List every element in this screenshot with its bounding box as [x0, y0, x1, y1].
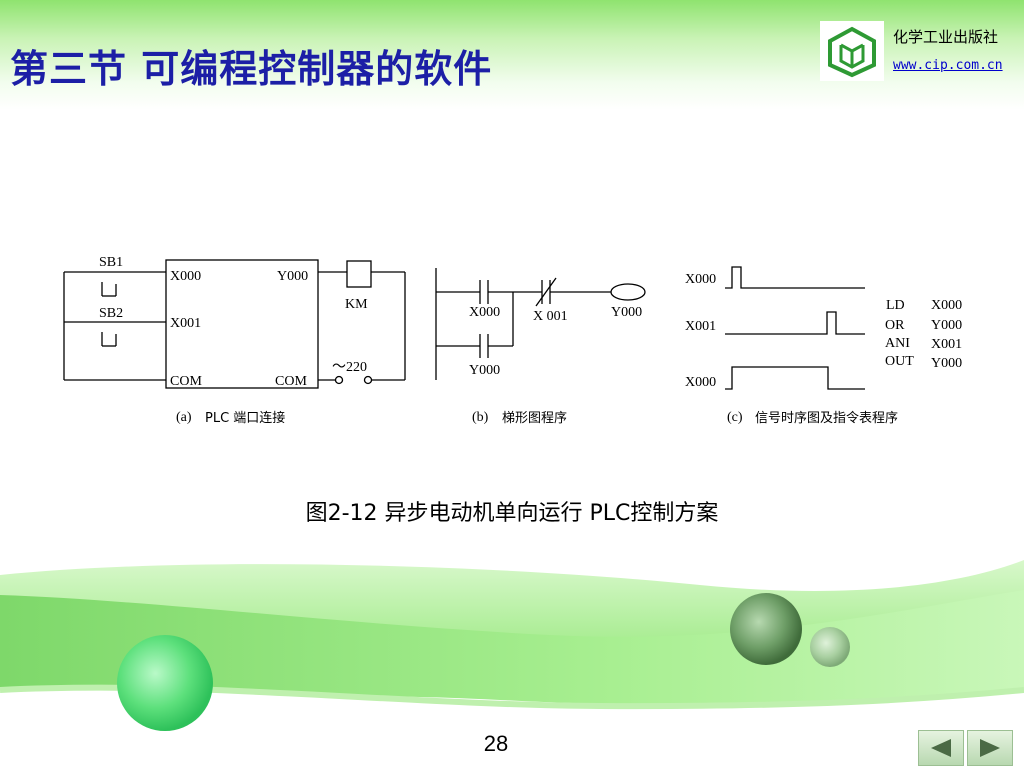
ladder-y000-coil-label: Y000 — [611, 305, 642, 320]
swoosh-lower — [0, 590, 1024, 706]
next-slide-button[interactable] — [967, 730, 1013, 766]
figure-caption: 图2-12 异步电动机单向运行 PLC控制方案 — [305, 501, 719, 526]
instr-op-1: LD — [886, 298, 905, 313]
instr-op-4: OUT — [885, 354, 914, 369]
panel-c-tag: (c) — [727, 410, 743, 425]
panel-a-title: PLC 端口连接 — [205, 410, 285, 426]
instr-op-2: OR — [885, 318, 905, 333]
panel-c-timing: X000 X001 X000 LD X000 OR Y000 ANI X001 … — [685, 266, 962, 426]
com-right-label: COM — [275, 374, 307, 389]
plc-box — [165, 259, 319, 389]
instr-arg-3: X001 — [931, 337, 962, 352]
instr-arg-4: Y000 — [931, 356, 962, 371]
km-label: KM — [345, 297, 368, 312]
panel-a-tag: (a) — [176, 410, 192, 425]
input-x001-label: X001 — [170, 316, 201, 331]
publisher-url[interactable]: www.cip.com.cn — [893, 58, 1003, 73]
ladder-x001-label: X 001 — [533, 309, 568, 324]
slide-title: 第三节 可编程控制器的软件 — [10, 47, 493, 91]
panel-b-ladder: X000 X 001 Y000 Y000 (b) 梯形图程序 — [435, 268, 646, 426]
panel-b-title: 梯形图程序 — [502, 411, 567, 426]
plc-figure: SB1 SB2 X000 X001 Y000 COM COM KM ～220 (… — [63, 255, 962, 426]
previous-slide-button[interactable] — [918, 730, 964, 766]
waveform-y000 — [725, 366, 865, 390]
left-triangle-icon — [931, 739, 951, 757]
panel-b-tag: (b) — [472, 410, 489, 425]
timing-y000-label: X000 — [685, 375, 716, 390]
timing-x001-label: X001 — [685, 319, 716, 334]
sb2-label: SB2 — [99, 306, 123, 321]
ladder-x000-label: X000 — [469, 305, 500, 320]
ladder-y000-contact-label: Y000 — [469, 363, 500, 378]
publisher-name: 化学工业出版社 — [893, 28, 999, 46]
timing-x000-label: X000 — [685, 272, 716, 287]
page-number: 28 — [483, 731, 509, 756]
instr-arg-2: Y000 — [931, 318, 962, 333]
waveform-x001 — [725, 311, 865, 335]
instr-arg-1: X000 — [931, 298, 962, 313]
input-x000-label: X000 — [170, 269, 201, 284]
swoosh-bottom — [0, 687, 1024, 768]
light-sphere — [810, 627, 850, 667]
km-coil — [346, 260, 372, 288]
panel-c-title: 信号时序图及指令表程序 — [755, 411, 898, 426]
panel-a-wiring: SB1 SB2 X000 X001 Y000 COM COM KM ～220 (… — [63, 255, 406, 426]
sb1-label: SB1 — [99, 255, 123, 270]
book-logo-icon — [828, 26, 876, 78]
coil-y000 — [610, 283, 646, 301]
output-y000-label: Y000 — [277, 269, 308, 284]
right-triangle-icon — [980, 739, 1000, 757]
green-sphere — [117, 635, 213, 731]
instr-op-3: ANI — [885, 336, 910, 351]
publisher-logo — [820, 21, 884, 81]
waveform-x000 — [725, 266, 865, 289]
dark-sphere — [730, 593, 802, 665]
supply-label: ～220 — [332, 360, 367, 375]
com-left-label: COM — [170, 374, 202, 389]
